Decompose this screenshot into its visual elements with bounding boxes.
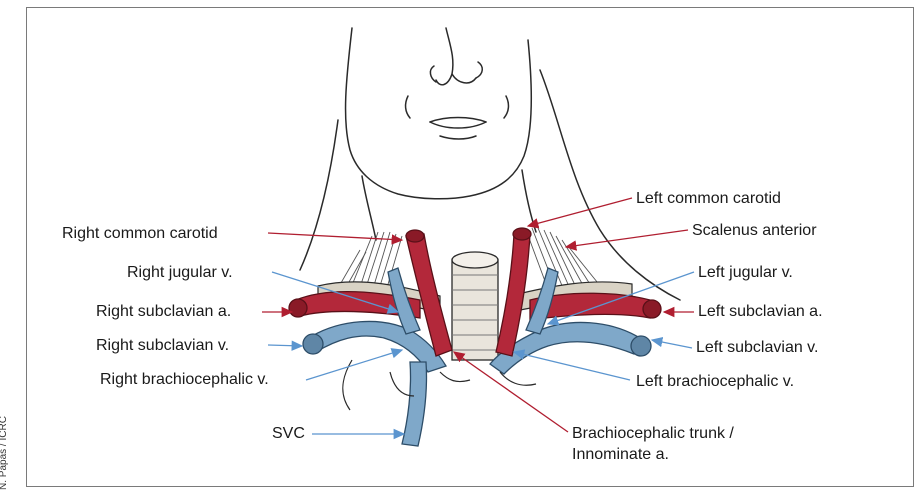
label-right-subclavian-v: Right subclavian v. bbox=[96, 337, 229, 355]
trachea bbox=[452, 252, 498, 360]
label-innominate-a: Innominate a. bbox=[572, 446, 669, 464]
label-left-jugular-v: Left jugular v. bbox=[698, 264, 793, 282]
label-right-brachiocephalic-v: Right brachiocephalic v. bbox=[100, 371, 269, 389]
label-scalenus-anterior: Scalenus anterior bbox=[692, 222, 817, 240]
image-credit: N. Papas / ICRC bbox=[0, 416, 9, 490]
label-brachiocephalic-trunk: Brachiocephalic trunk / bbox=[572, 425, 734, 443]
label-svc: SVC bbox=[272, 425, 305, 443]
face-outline bbox=[346, 28, 532, 199]
label-right-subclavian-a: Right subclavian a. bbox=[96, 303, 231, 321]
label-right-common-carotid: Right common carotid bbox=[62, 225, 218, 243]
label-left-brachiocephalic-v: Left brachiocephalic v. bbox=[636, 373, 794, 391]
label-left-common-carotid: Left common carotid bbox=[636, 190, 781, 208]
label-left-subclavian-a: Left subclavian a. bbox=[698, 303, 823, 321]
label-left-subclavian-v: Left subclavian v. bbox=[696, 339, 818, 357]
label-right-jugular-v: Right jugular v. bbox=[127, 264, 233, 282]
